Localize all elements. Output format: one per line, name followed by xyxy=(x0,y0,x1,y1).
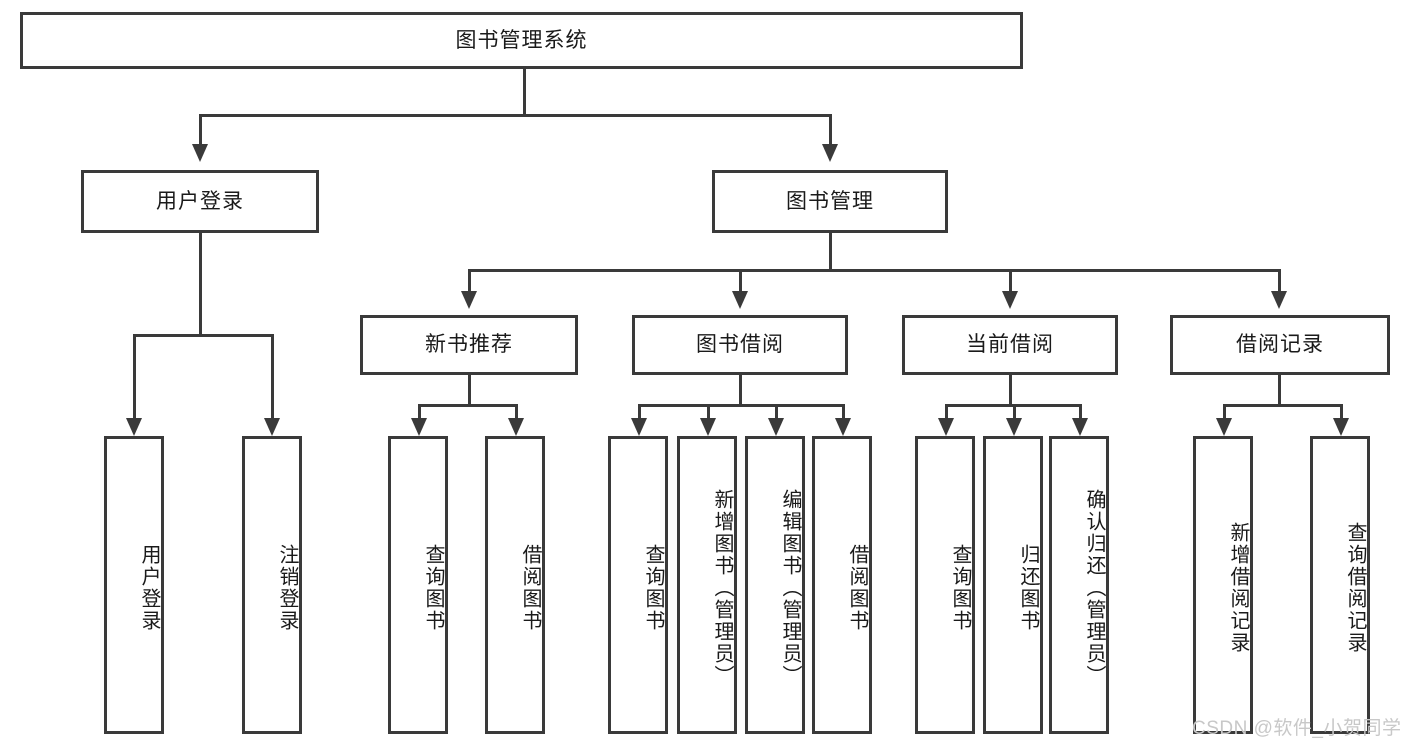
leaf-logout[interactable]: 注销登录 xyxy=(242,436,302,734)
edge-borrow-record-child-2 xyxy=(1340,404,1343,420)
node-label: 编辑图书（管理员） xyxy=(779,489,801,687)
leaf-borrow-book[interactable]: 借阅图书 xyxy=(812,436,872,734)
leaf-borrow-book-recommend[interactable]: 借阅图书 xyxy=(485,436,545,734)
arrow-book-borrow-child-4 xyxy=(835,418,851,436)
node-label: 图书借阅 xyxy=(696,333,784,357)
node-label: 新增图书（管理员） xyxy=(711,489,733,687)
edge-current-borrow-child-3 xyxy=(1079,404,1082,420)
edge-book-borrow-child-2 xyxy=(707,404,710,420)
leaf-add-borrow-record[interactable]: 新增借阅记录 xyxy=(1193,436,1253,734)
arrow-to-book-manage xyxy=(822,144,838,162)
node-label: 借阅图书 xyxy=(519,544,541,632)
edge-book-borrow-bar xyxy=(638,404,845,407)
node-label: 图书管理系统 xyxy=(455,28,588,52)
node-current-borrow[interactable]: 当前借阅 xyxy=(902,315,1118,375)
node-label: 确认归还（管理员） xyxy=(1083,489,1105,687)
edge-to-user-login xyxy=(199,114,202,146)
edge-new-book-child-1 xyxy=(418,404,421,420)
leaf-return-book[interactable]: 归还图书 xyxy=(983,436,1043,734)
arrow-book-borrow-child-2 xyxy=(700,418,716,436)
node-root-system[interactable]: 图书管理系统 xyxy=(20,12,1023,69)
node-label: 归还图书 xyxy=(1017,544,1039,632)
edge-root-stem xyxy=(523,69,526,116)
arrow-user-login-child-2 xyxy=(264,418,280,436)
arrow-borrow-record-child-2 xyxy=(1333,418,1349,436)
leaf-add-book-admin[interactable]: 新增图书（管理员） xyxy=(677,436,737,734)
edge-book-borrow-child-1 xyxy=(638,404,641,420)
arrow-to-book-borrow xyxy=(732,291,748,309)
node-label: 查询图书 xyxy=(642,544,664,632)
arrow-new-book-child-2 xyxy=(508,418,524,436)
node-label: 查询图书 xyxy=(422,544,444,632)
edge-book-borrow-child-3 xyxy=(775,404,778,420)
node-book-borrow[interactable]: 图书借阅 xyxy=(632,315,848,375)
leaf-edit-book-admin[interactable]: 编辑图书（管理员） xyxy=(745,436,805,734)
edge-level2-bar xyxy=(468,269,1281,272)
leaf-query-book-recommend[interactable]: 查询图书 xyxy=(388,436,448,734)
edge-to-current-borrow xyxy=(1009,269,1012,293)
leaf-query-book-borrow[interactable]: 查询图书 xyxy=(608,436,668,734)
arrow-book-borrow-child-1 xyxy=(631,418,647,436)
arrow-current-borrow-child-3 xyxy=(1072,418,1088,436)
node-label: 借阅图书 xyxy=(846,544,868,632)
edge-borrow-record-stem xyxy=(1278,375,1281,406)
edge-new-book-stem xyxy=(468,375,471,406)
edge-to-borrow-record xyxy=(1278,269,1281,293)
leaf-query-book-current[interactable]: 查询图书 xyxy=(915,436,975,734)
node-book-management[interactable]: 图书管理 xyxy=(712,170,948,233)
watermark-label: CSDN @软件_小贺同学 xyxy=(1192,718,1402,739)
edge-to-new-book xyxy=(468,269,471,293)
node-label: 注销登录 xyxy=(276,544,298,632)
leaf-confirm-return-admin[interactable]: 确认归还（管理员） xyxy=(1049,436,1109,734)
arrow-user-login-child-1 xyxy=(126,418,142,436)
node-label: 用户登录 xyxy=(156,189,244,213)
arrow-current-borrow-child-1 xyxy=(938,418,954,436)
edge-to-book-manage xyxy=(829,114,832,146)
edge-book-manage-stem xyxy=(829,233,832,271)
arrow-to-user-login xyxy=(192,144,208,162)
arrow-current-borrow-child-2 xyxy=(1006,418,1022,436)
arrow-borrow-record-child-1 xyxy=(1216,418,1232,436)
node-label: 新书推荐 xyxy=(425,333,513,357)
node-label: 查询图书 xyxy=(949,544,971,632)
edge-borrow-record-child-1 xyxy=(1223,404,1226,420)
node-label: 借阅记录 xyxy=(1236,333,1324,357)
edge-book-borrow-child-4 xyxy=(842,404,845,420)
edge-book-borrow-stem xyxy=(739,375,742,406)
node-label: 图书管理 xyxy=(786,189,874,213)
node-label: 新增借阅记录 xyxy=(1227,522,1249,654)
edge-borrow-record-bar xyxy=(1223,404,1343,407)
edge-new-book-bar xyxy=(418,404,518,407)
edge-user-login-child-1 xyxy=(133,334,136,420)
edge-new-book-child-2 xyxy=(515,404,518,420)
arrow-new-book-child-1 xyxy=(411,418,427,436)
edge-current-borrow-child-2 xyxy=(1013,404,1016,420)
node-user-login[interactable]: 用户登录 xyxy=(81,170,319,233)
node-new-book-recommend[interactable]: 新书推荐 xyxy=(360,315,578,375)
edge-current-borrow-stem xyxy=(1009,375,1012,406)
edge-to-book-borrow xyxy=(739,269,742,293)
edge-current-borrow-child-1 xyxy=(945,404,948,420)
node-label: 用户登录 xyxy=(138,544,160,632)
edge-user-login-bar xyxy=(133,334,274,337)
leaf-user-login[interactable]: 用户登录 xyxy=(104,436,164,734)
arrow-to-new-book xyxy=(461,291,477,309)
arrow-to-current-borrow xyxy=(1002,291,1018,309)
edge-current-borrow-bar xyxy=(945,404,1080,407)
edge-user-login-child-2 xyxy=(271,334,274,420)
edge-level1-bar xyxy=(199,114,832,117)
leaf-query-borrow-record[interactable]: 查询借阅记录 xyxy=(1310,436,1370,734)
node-label: 当前借阅 xyxy=(966,333,1054,357)
node-borrow-record[interactable]: 借阅记录 xyxy=(1170,315,1390,375)
edge-user-login-stem xyxy=(199,233,202,335)
arrow-book-borrow-child-3 xyxy=(768,418,784,436)
arrow-to-borrow-record xyxy=(1271,291,1287,309)
node-label: 查询借阅记录 xyxy=(1344,522,1366,654)
